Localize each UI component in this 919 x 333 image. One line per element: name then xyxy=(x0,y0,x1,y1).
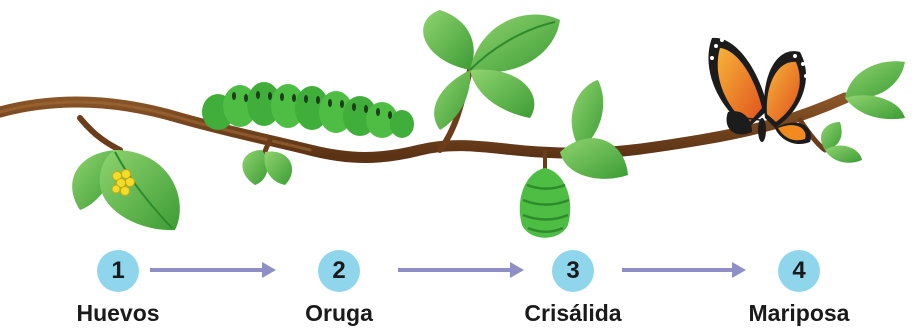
step-label-crisalida: Crisálida xyxy=(493,300,653,327)
top-leaves xyxy=(423,10,560,130)
step-label-oruga: Oruga xyxy=(259,300,419,327)
step-label-mariposa: Mariposa xyxy=(719,300,879,327)
step-number-3: 3 xyxy=(552,250,594,292)
leaf-icon xyxy=(845,61,905,98)
chrysalis-leaves xyxy=(560,80,628,179)
caterpillar-leaf xyxy=(242,150,292,185)
leaf-icon xyxy=(470,14,560,72)
arrow-right-icon xyxy=(622,262,746,278)
right-leaves xyxy=(821,61,905,163)
leaf-icon xyxy=(845,95,905,119)
step-label-huevos: Huevos xyxy=(38,300,198,327)
leaf-icon xyxy=(470,69,534,118)
leaf-icon xyxy=(560,138,628,179)
leaf-icon xyxy=(825,145,862,162)
butterfly-icon xyxy=(708,38,811,144)
step-number-1: 1 xyxy=(97,250,139,292)
arrow-right-icon xyxy=(150,262,276,278)
step-number-2: 2 xyxy=(318,250,360,292)
leaf-icon xyxy=(242,150,267,185)
leaf-icon xyxy=(423,10,474,70)
leaf-icon xyxy=(434,70,470,130)
chrysalis-icon xyxy=(520,168,570,238)
arrow-right-icon xyxy=(398,262,524,278)
leaf-icon xyxy=(264,152,292,185)
step-number-4: 4 xyxy=(778,250,820,292)
